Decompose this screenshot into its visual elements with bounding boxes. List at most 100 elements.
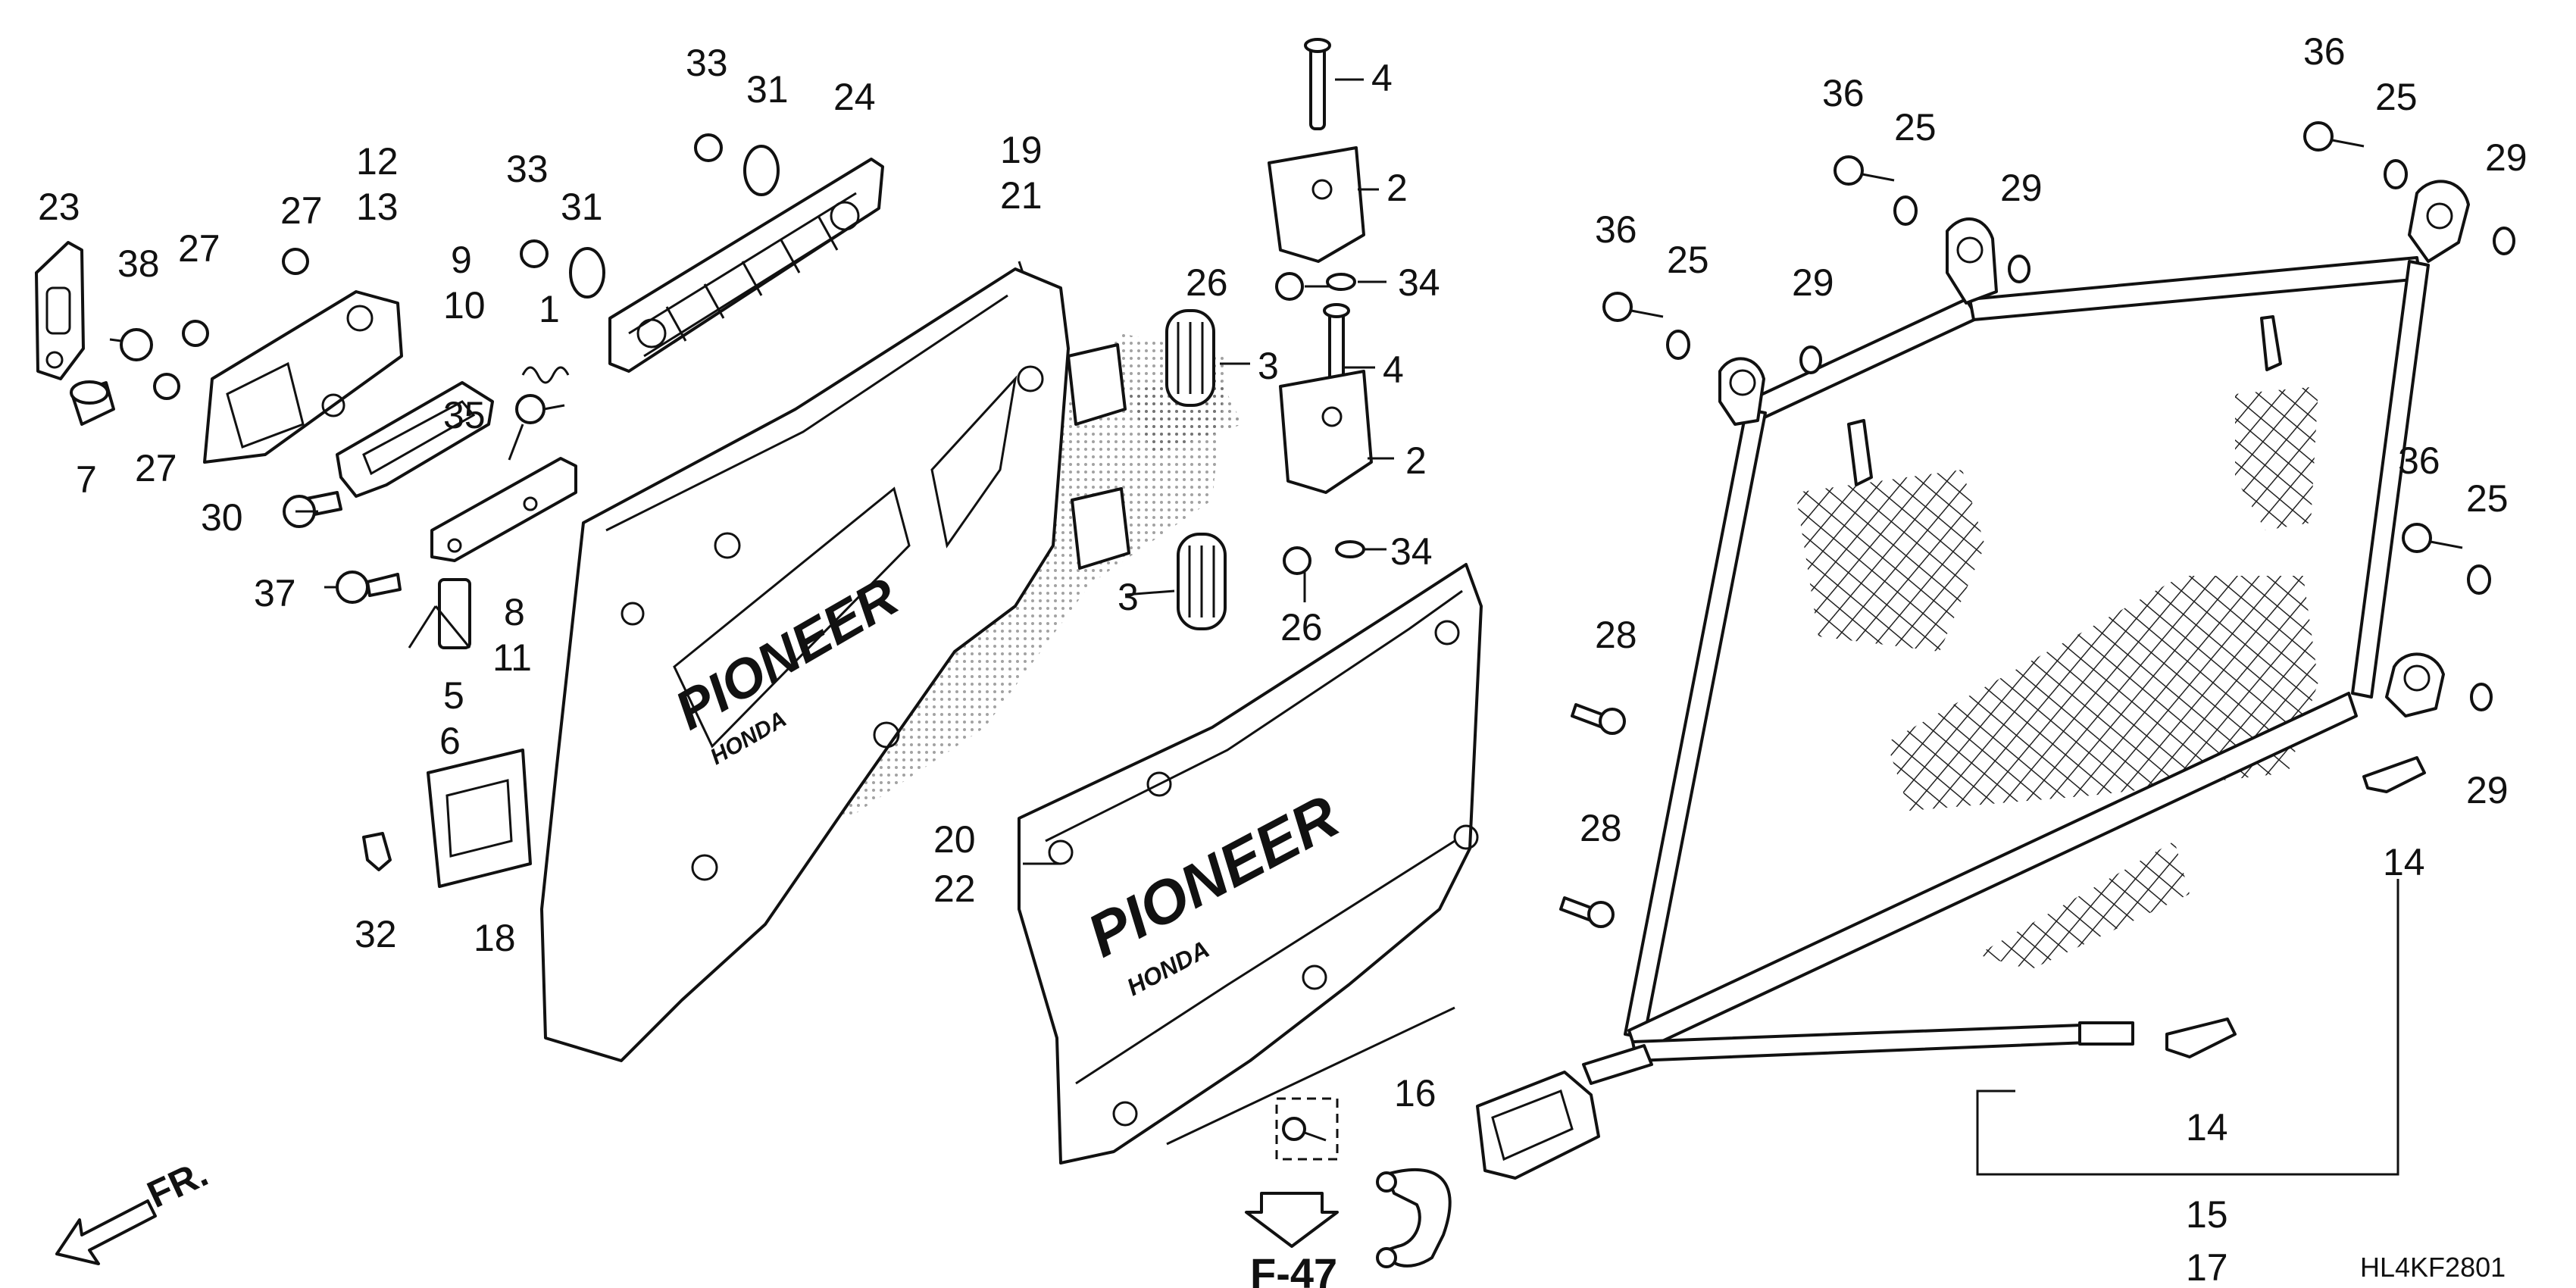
washer-25-c	[2384, 159, 2408, 189]
pocket-18	[427, 749, 532, 888]
door-panel-19-21: PIONEER HONDA	[540, 267, 1227, 1062]
callout-3-lower: 3	[1118, 576, 1139, 618]
grommet-31	[569, 145, 780, 299]
callout-32: 32	[355, 913, 397, 955]
callout-19: 19	[1000, 129, 1043, 171]
callout-16: 16	[1394, 1072, 1436, 1114]
callout-34-lower: 34	[1390, 530, 1433, 573]
callout-29-c: 29	[2485, 136, 2528, 179]
clip-5	[408, 578, 471, 649]
callout-25-c: 25	[2375, 76, 2418, 118]
screw-35	[515, 394, 565, 424]
callout-31-mid: 31	[561, 186, 603, 228]
callout-38: 38	[117, 242, 160, 285]
lower-door-panel-20-22: PIONEER HONDA	[1018, 563, 1483, 1165]
clip-32	[362, 832, 392, 871]
callout-2-lower: 2	[1405, 439, 1427, 482]
bolt-36-b	[1834, 155, 1895, 186]
callout-6: 6	[439, 720, 461, 762]
callout-27-low: 27	[135, 447, 177, 489]
callout-4-upper: 4	[1371, 57, 1393, 99]
diagram-code: HL4KF2801	[2360, 1252, 2506, 1283]
callout-27-mid: 27	[178, 227, 220, 270]
hinge-2-lower	[1279, 370, 1373, 494]
callout-33-mid: 33	[506, 148, 549, 190]
callout-5: 5	[443, 674, 464, 717]
callout-14-lower: 14	[2186, 1106, 2228, 1149]
callout-26-lower: 26	[1280, 606, 1323, 649]
nut-26-lower	[1283, 546, 1311, 575]
front-direction-arrow	[55, 1199, 157, 1265]
callout-24: 24	[833, 76, 876, 118]
bushing-3-lower	[1177, 533, 1227, 630]
washer-29-b	[2008, 255, 2030, 283]
callout-28-lower: 28	[1580, 807, 1622, 849]
bracket-8-11	[430, 457, 577, 562]
callout-36-a: 36	[1595, 208, 1637, 251]
callout-29-a: 29	[1792, 261, 1834, 304]
callout-35: 35	[443, 394, 486, 436]
screw-33	[520, 133, 723, 268]
callout-15: 15	[2186, 1193, 2228, 1236]
callout-30: 30	[201, 496, 243, 539]
washer-34-lower	[1335, 540, 1365, 558]
washer-29-a	[1799, 345, 1822, 374]
callout-25-d: 25	[2466, 477, 2509, 520]
hinge-2-upper	[1268, 146, 1365, 263]
strap-16	[1275, 1097, 1452, 1268]
net-frame	[1476, 180, 2470, 1180]
callout-14-upper: 14	[2383, 841, 2425, 883]
callout-36-d: 36	[2398, 439, 2440, 482]
inner-handle-9-10	[336, 381, 494, 498]
washer-25-b	[1893, 195, 1918, 226]
callout-27-top: 27	[280, 189, 323, 232]
callout-33-top: 33	[686, 42, 728, 84]
bushing-3-upper	[1129, 309, 1243, 455]
nut-26-upper	[1275, 272, 1304, 301]
callout-29-b: 29	[2000, 167, 2043, 209]
bolt-28-upper	[1571, 703, 1626, 735]
callout-31-top: 31	[746, 68, 789, 111]
callout-10: 10	[443, 284, 486, 327]
reference-arrow	[1245, 1192, 1339, 1248]
clip-14-lower	[2165, 1018, 2237, 1058]
callout-22: 22	[933, 868, 976, 910]
callout-28-upper: 28	[1595, 614, 1637, 656]
inner-handle-base-12-13	[203, 290, 403, 464]
bolt-36-d	[2402, 523, 2463, 553]
callout-4-lower: 4	[1383, 349, 1404, 391]
callout-26-upper: 26	[1186, 261, 1228, 304]
washer-25-d	[2467, 564, 2491, 595]
callout-21: 21	[1000, 174, 1043, 217]
callout-3-upper: 3	[1258, 345, 1279, 387]
callout-13: 13	[356, 186, 399, 228]
callout-9: 9	[451, 239, 472, 281]
callout-17: 17	[2186, 1246, 2228, 1288]
leader-lines	[295, 78, 2399, 1176]
callout-8: 8	[504, 591, 525, 633]
latch-bracket-23	[35, 241, 85, 380]
callout-36-c: 36	[2303, 30, 2346, 73]
callout-20: 20	[933, 818, 976, 861]
pin-4-upper	[1304, 38, 1331, 130]
nut-38	[109, 328, 153, 361]
callout-labels: 1 2 2 3 3 4 4 5 6 7 8 9 10 11 12 13 14 1…	[38, 30, 2528, 1288]
washer-29-d	[2470, 683, 2493, 711]
callout-7: 7	[76, 458, 97, 501]
grab-handle-24	[608, 158, 884, 373]
callout-11: 11	[492, 636, 532, 679]
callout-12: 12	[356, 140, 399, 183]
callout-36-b: 36	[1822, 72, 1865, 114]
bolt-30	[283, 491, 342, 528]
callout-37: 37	[254, 572, 296, 614]
callout-25-a: 25	[1667, 239, 1709, 281]
reference-label: F-47	[1250, 1249, 1337, 1288]
washer-34-upper	[1326, 273, 1356, 291]
clip-14-upper	[2362, 756, 2426, 793]
spring-1	[521, 366, 570, 384]
bolt-36-a	[1602, 292, 1664, 322]
washer-29-c	[2493, 227, 2515, 255]
bolt-37	[336, 571, 402, 604]
washer-25-a	[1666, 330, 1690, 360]
